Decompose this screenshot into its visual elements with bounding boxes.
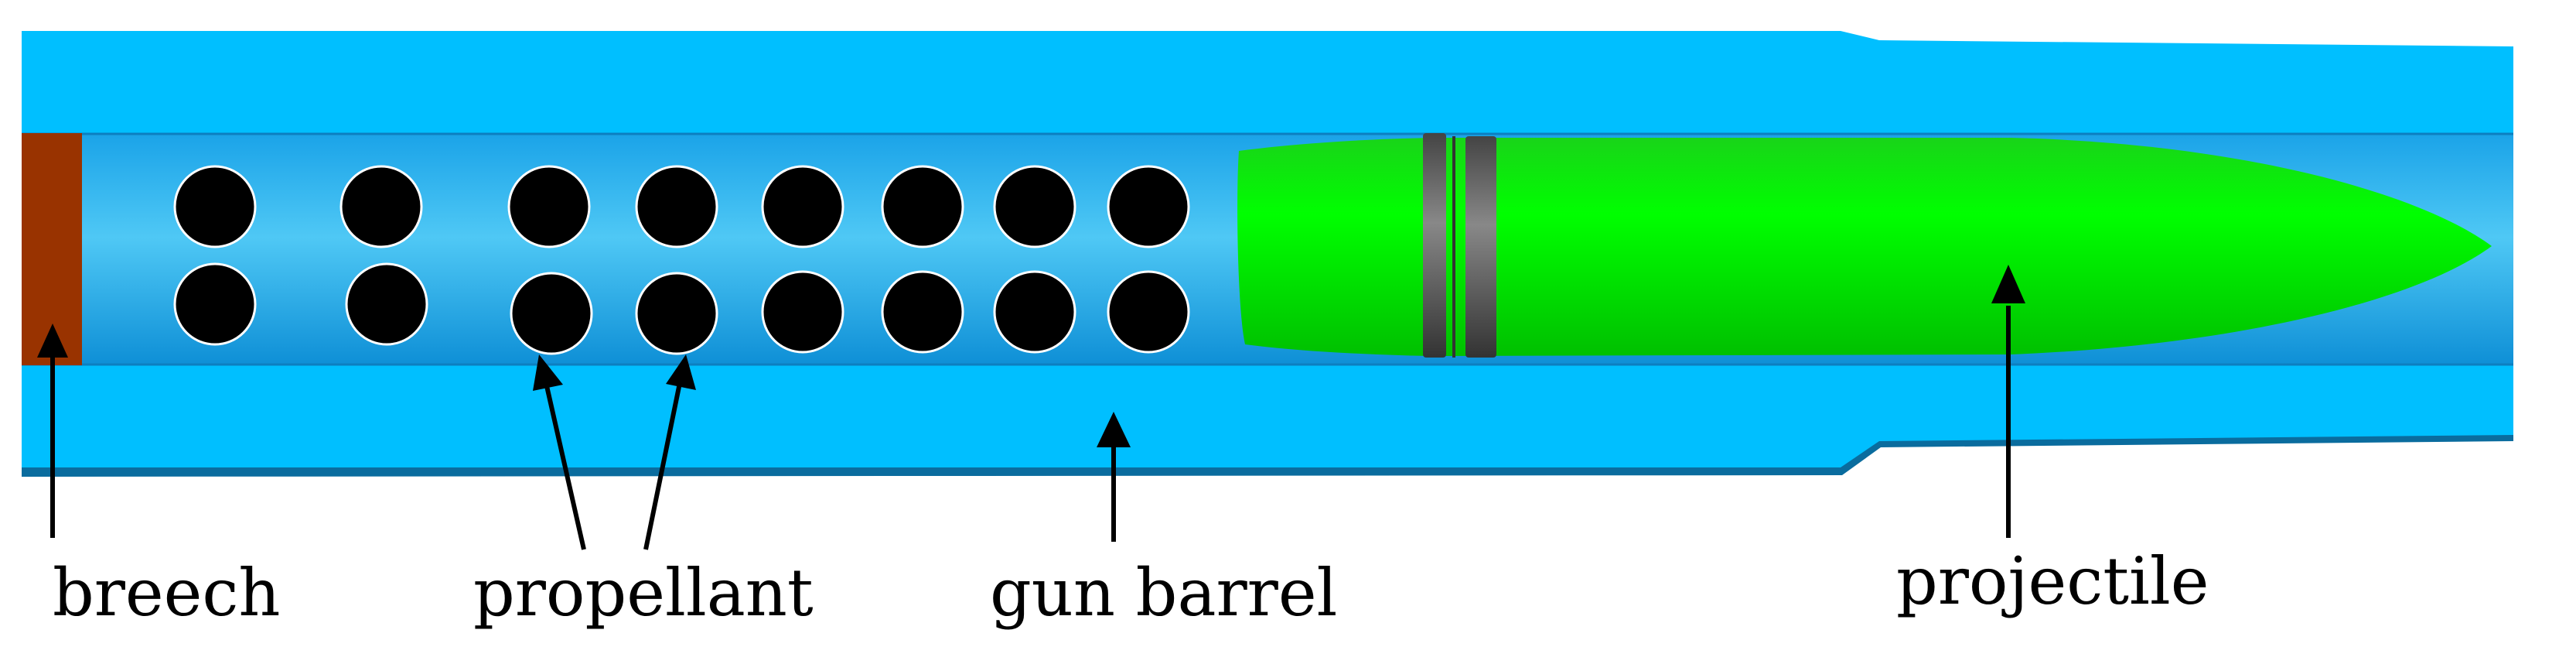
propellant-grain [761,165,844,248]
propellant-grain [510,272,593,355]
barrel-bottom-edge [22,435,2513,477]
propellant-arrow-shaft-left [543,378,586,550]
propellant-grain [761,270,844,354]
propellant-arrow-shaft-right [643,378,683,550]
propellant-grains [173,165,1190,355]
propellant-grain [635,272,718,355]
label-projectile: projectile [1896,543,2209,619]
propellant-grain [635,165,718,248]
propellant-arrow-head-left [533,354,563,391]
propellant-grain [173,262,257,346]
propellant-grain [993,270,1076,354]
arrows [37,265,2025,550]
propellant-grain [339,165,423,248]
propellant-grain [993,165,1076,248]
propellant-grain [173,165,257,248]
label-breech: breech [53,555,281,631]
propellant-grain [507,165,591,248]
propellant-grain [881,270,964,354]
propellant-grain [345,262,428,346]
propellant-grain [1107,270,1190,354]
projectile-arrow-head [1991,265,2025,303]
projectile-shape [1237,138,2492,356]
driving-band [1423,133,1446,358]
label-propellant: propellant [473,555,814,631]
breech-arrow-head [37,324,68,358]
label-gun-barrel: gun barrel [990,555,1337,631]
projectile-body [1237,133,2492,358]
propellant-grain [1107,165,1190,248]
driving-band [1465,136,1496,358]
gun-barrel-arrow-head [1097,412,1131,447]
propellant-arrow-head-right [666,354,696,390]
propellant-grain [881,165,964,248]
